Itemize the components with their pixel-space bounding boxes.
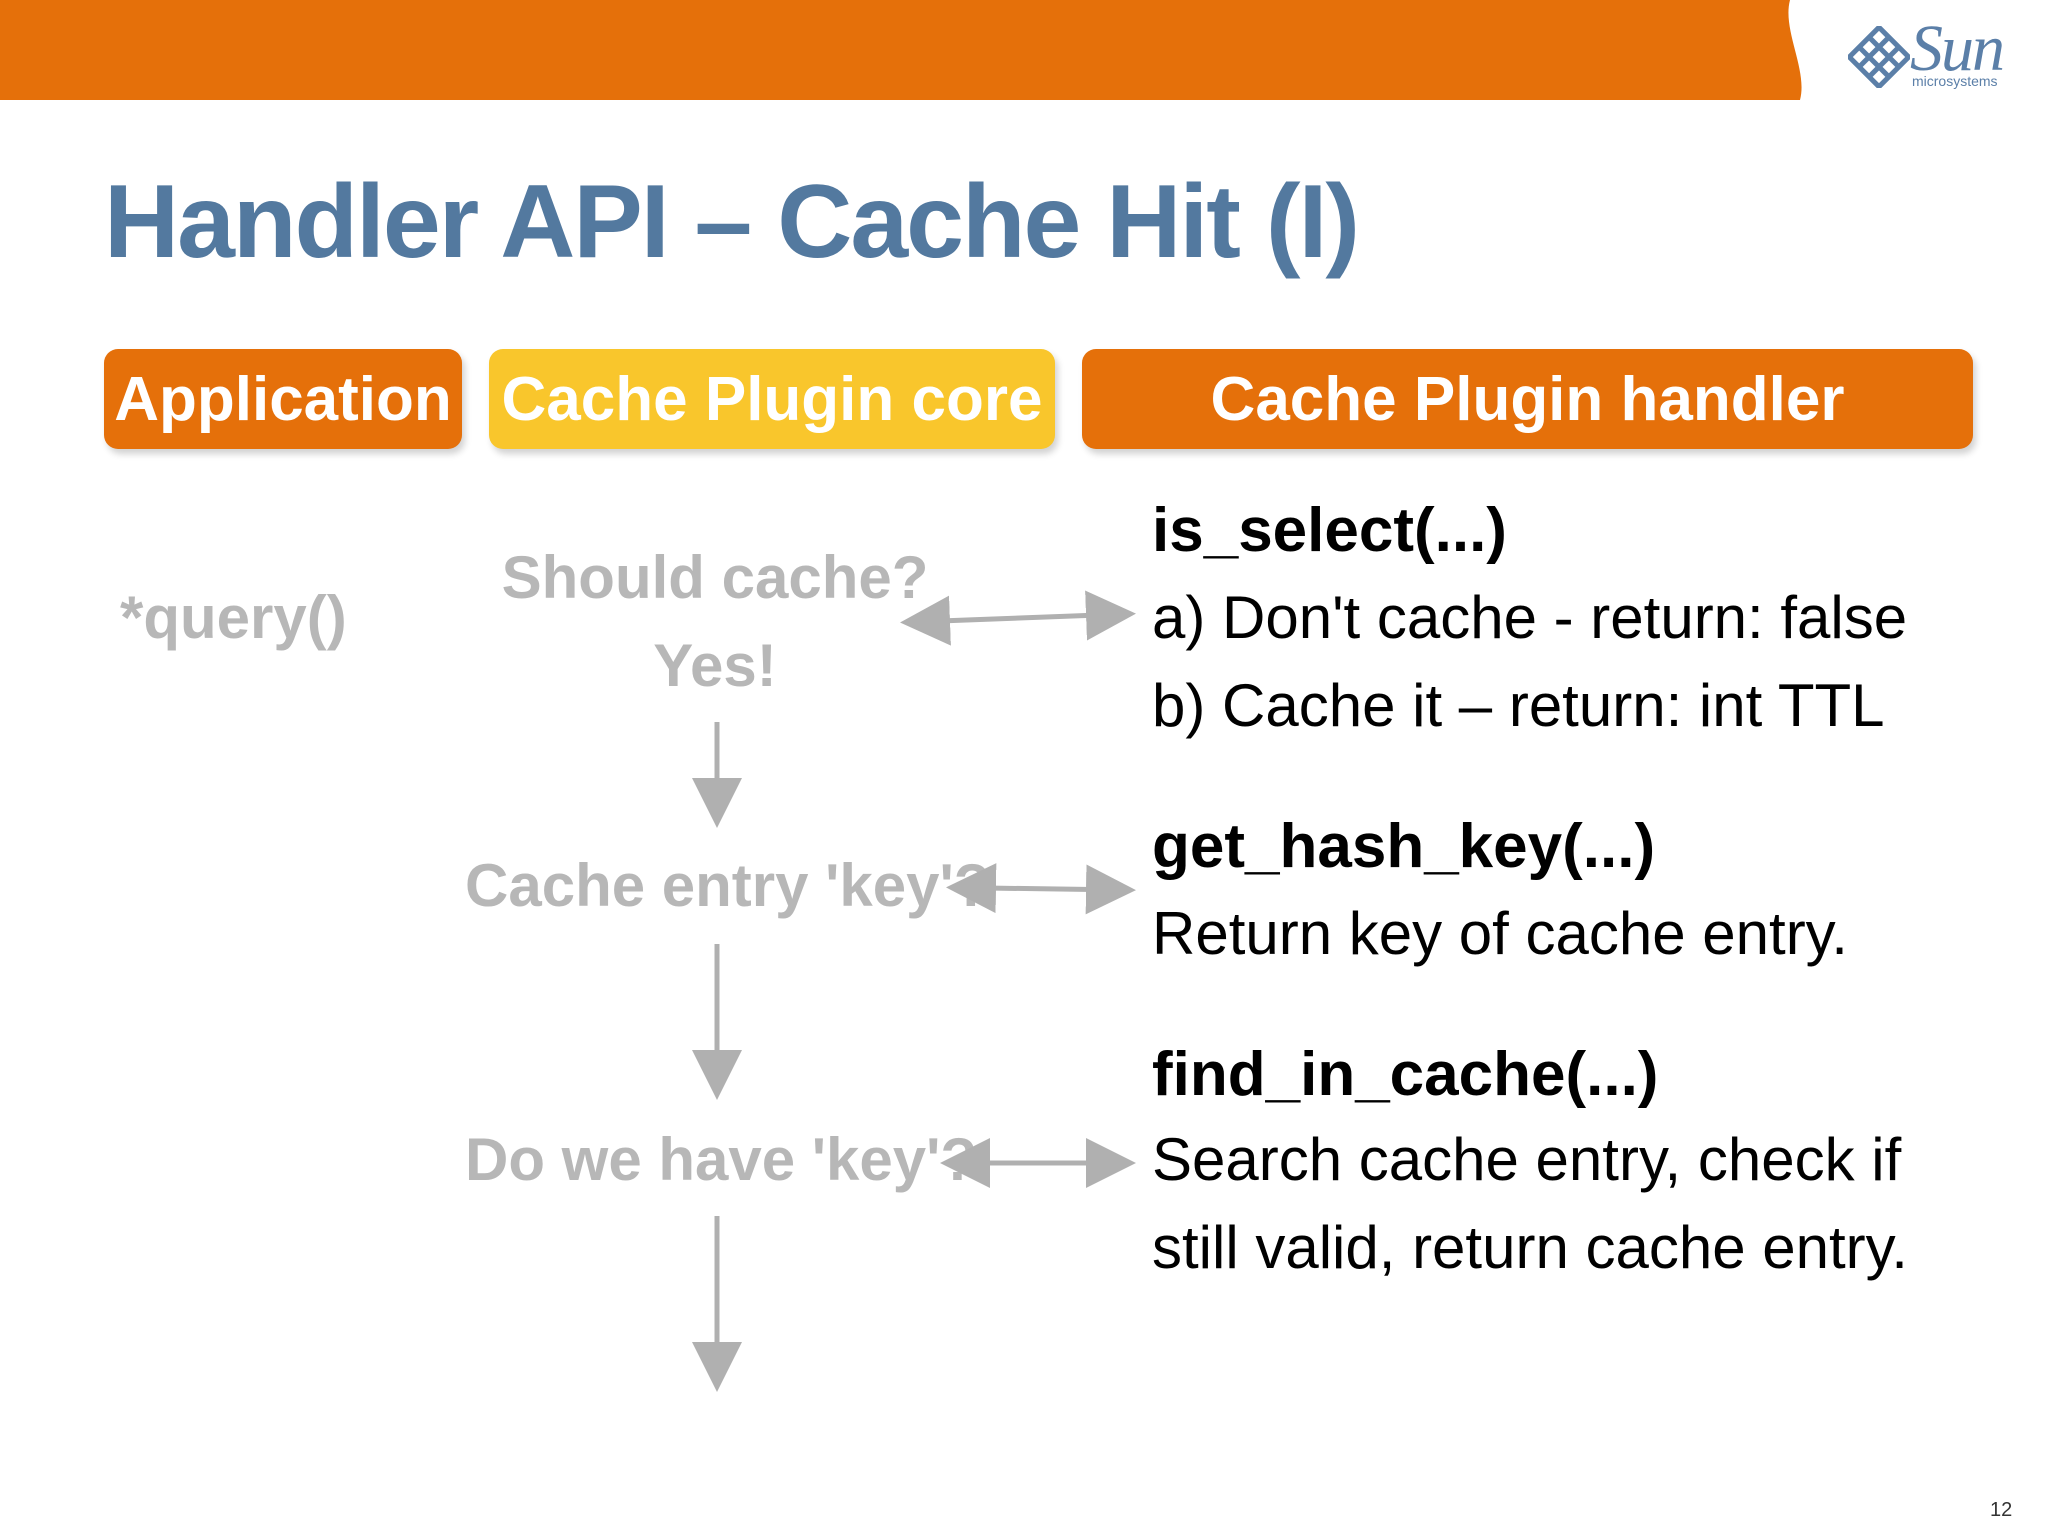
sun-logo-word: Sun [1910, 12, 2005, 85]
handler-call-is-select-line-a: a) Don't cache - return: false [1152, 584, 1908, 651]
slide-title: Handler API – Cache Hit (I) [104, 164, 1360, 280]
arrow-entry-key-to-get-hash-key [946, 863, 1136, 915]
handler-call-find-in-cache-line-1: Search cache entry, check if [1152, 1126, 1902, 1193]
handler-call-find-in-cache: find_in_cache(...) [1152, 1040, 1659, 1109]
sun-logo: Sun microsystems [1848, 12, 2018, 98]
sun-logo-mark-icon [1848, 26, 1910, 88]
sun-logo-subtext: microsystems [1912, 73, 1998, 89]
handler-call-get-hash-key: get_hash_key(...) [1152, 812, 1656, 881]
arrow-should-cache-to-is-select [900, 590, 1136, 646]
core-step-cache-entry-key: Cache entry 'key'? [465, 852, 991, 919]
page-number: 12 [1990, 1499, 2013, 1521]
application-query-label: *query() [120, 584, 347, 651]
handler-call-find-in-cache-line-2: still valid, return cache entry. [1152, 1214, 1908, 1281]
handler-call-is-select-line-b: b) Cache it – return: int TTL [1152, 672, 1885, 739]
handler-call-get-hash-key-line: Return key of cache entry. [1152, 900, 1848, 967]
column-header-cache-plugin-core: Cache Plugin core [489, 349, 1055, 449]
core-step-yes: Yes! [653, 632, 777, 699]
column-header-cache-plugin-handler: Cache Plugin handler [1082, 349, 1973, 449]
top-banner [0, 0, 1802, 100]
column-header-application: Application [104, 349, 462, 449]
core-step-should-cache: Should cache? [501, 544, 929, 611]
core-step-do-we-have-key: Do we have 'key'? [465, 1126, 978, 1193]
handler-call-is-select: is_select(...) [1152, 496, 1507, 565]
